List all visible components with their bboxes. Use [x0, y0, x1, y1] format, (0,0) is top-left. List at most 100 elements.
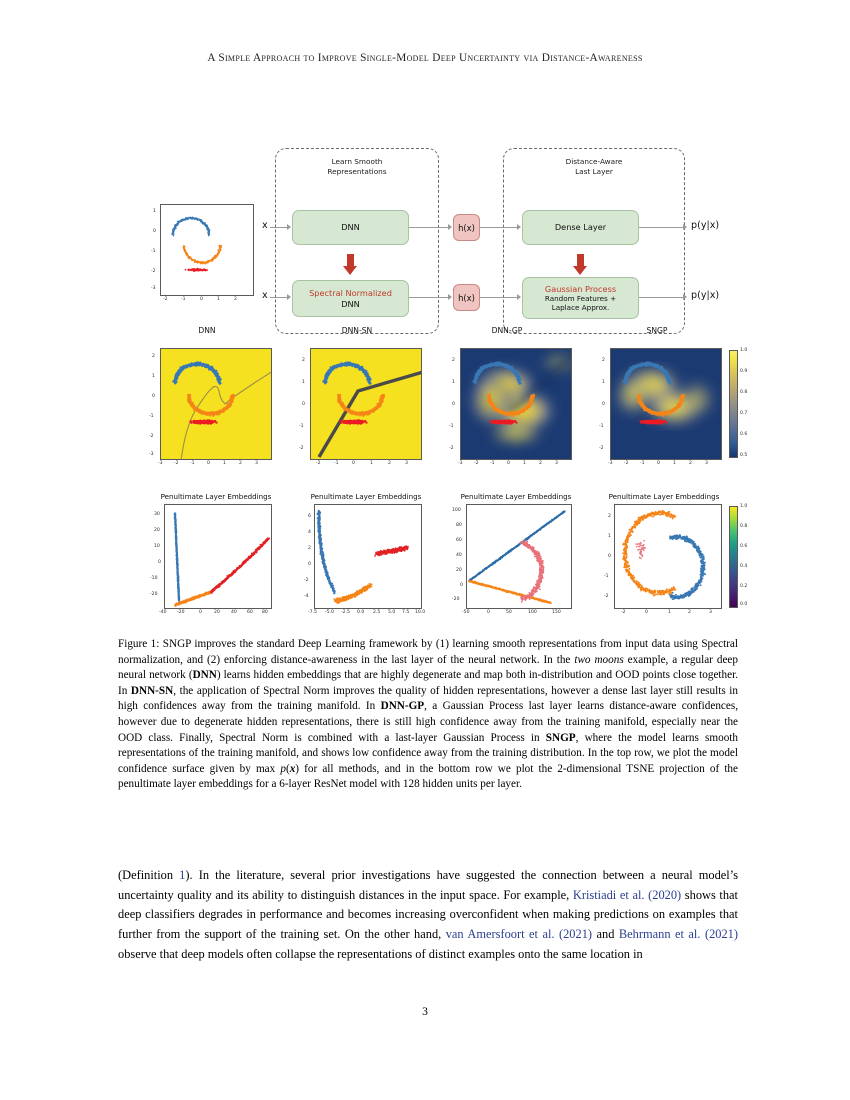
axis-tick: 1 — [523, 461, 526, 466]
axis-tick: 0 — [158, 560, 161, 565]
axis-tick: 0 — [199, 610, 202, 615]
axis-tick: 100 — [452, 508, 461, 513]
colorbar-tick: 0.8 — [740, 524, 748, 529]
axis-tick: 6 — [308, 514, 311, 519]
axis-tick: 1 — [217, 297, 220, 302]
arrow-head — [517, 224, 521, 230]
axis-tick: -1 — [599, 424, 604, 429]
column-title-dnn: DNN — [198, 326, 216, 335]
axis-tick: -2 — [304, 578, 309, 583]
connector — [409, 227, 450, 229]
box-gp-label-line2: Random Features + — [544, 294, 617, 304]
running-head: A Simple Approach to Improve Single-Mode… — [207, 52, 643, 64]
citation-link[interactable]: van Amersfoort et al. (2021) — [445, 927, 593, 942]
group-box-learn-smooth — [275, 148, 439, 334]
axis-tick: -3 — [149, 452, 154, 457]
figure-1: -2 -1 0 1 2 1 0 -1 -2 -3 Learn Smooth Re… — [0, 120, 850, 630]
axis-tick: 0 — [645, 610, 648, 615]
axes-confidence-dnn-sn — [310, 348, 422, 460]
connector — [270, 297, 288, 299]
axis-tick: 0 — [507, 461, 510, 466]
box-gp-label-line3: Laplace Approx. — [551, 303, 610, 313]
axes-confidence-dnn-gp — [460, 348, 572, 460]
axis-tick: 0 — [153, 229, 156, 234]
axis-tick: 1 — [152, 374, 155, 379]
column-title-sngp: SNGP — [646, 326, 668, 335]
axis-tick: 0 — [602, 402, 605, 407]
box-dnn[interactable]: DNN — [292, 210, 409, 245]
bold-term: SNGP — [545, 731, 576, 744]
axis-tick: -2 — [174, 461, 179, 466]
axes-embeddings-sngp — [614, 504, 722, 609]
colorbar-tick: 0.2 — [740, 584, 748, 589]
axis-tick: 2 — [234, 297, 237, 302]
axis-tick: 5.0 — [388, 610, 396, 615]
group-title-learn-smooth: Learn Smooth Representations — [327, 157, 387, 176]
citation-link[interactable]: 1 — [179, 868, 186, 882]
connector — [639, 227, 684, 229]
input-label-bottom: x — [262, 290, 268, 301]
box-dense-layer[interactable]: Dense Layer — [522, 210, 639, 245]
text-run: , the application of Spectral Norm impro… — [118, 684, 738, 713]
axis-tick: 50 — [506, 610, 512, 615]
group-box-distance-aware — [503, 148, 685, 334]
axis-tick: 2 — [388, 461, 391, 466]
arrow-head — [448, 224, 452, 230]
plot-embeddings-sngp: Penultimate Layer Embeddings -2 0 1 2 3 … — [598, 492, 748, 627]
axis-tick: 7.5 — [402, 610, 410, 615]
arrow-head — [287, 294, 291, 300]
axis-tick: -10 — [150, 576, 158, 581]
figure-caption: Figure 1: SNGP improves the standard Dee… — [118, 637, 738, 793]
box-hx-top-label: h(x) — [458, 222, 475, 233]
colorbar-confidence — [729, 350, 738, 458]
axis-tick: 60 — [247, 610, 253, 615]
text-run: (Definition — [118, 868, 180, 882]
box-gaussian-process[interactable]: Gaussian Process Random Features + Lapla… — [522, 277, 639, 319]
axis-tick: 3 — [405, 461, 408, 466]
axis-tick: 0 — [152, 394, 155, 399]
canvas-embeddings-dnn-sn — [316, 509, 409, 605]
axis-tick: -2 — [474, 461, 479, 466]
axis-tick: 10 — [154, 544, 160, 549]
axis-tick: 2.5 — [373, 610, 381, 615]
axis-tick: -1 — [334, 461, 339, 466]
axis-tick: 0 — [452, 402, 455, 407]
arrow-head — [517, 294, 521, 300]
text-run: observe that deep models often collapse … — [118, 946, 643, 961]
connector — [480, 297, 518, 299]
title-embeddings-sngp: Penultimate Layer Embeddings — [608, 492, 720, 501]
arrow-head — [683, 224, 687, 230]
axis-tick: 0 — [200, 297, 203, 302]
output-label-bottom: p(y|x) — [691, 290, 720, 301]
citation-link[interactable]: Kristiadi et al. (2020) — [572, 887, 682, 902]
axis-tick: 2 — [602, 358, 605, 363]
axis-tick: 80 — [456, 523, 462, 528]
text-run: SNGP improves the standard Deep Learning… — [118, 638, 738, 666]
axis-tick: 2 — [539, 461, 542, 466]
colorbar-tick: 0.9 — [740, 369, 748, 374]
arrow-head — [287, 224, 291, 230]
canvas-confidence-dnn-sn — [311, 349, 421, 459]
box-hx-bottom[interactable]: h(x) — [453, 284, 480, 311]
title-embeddings-dnn: Penultimate Layer Embeddings — [160, 492, 272, 501]
canvas-embeddings-dnn — [173, 512, 271, 608]
citation-link[interactable]: Behrmann et al. (2021) — [618, 927, 738, 942]
canvas-embeddings-sngp — [622, 510, 707, 601]
axis-tick: 0 — [352, 461, 355, 466]
box-hx-top[interactable]: h(x) — [453, 214, 480, 241]
axis-tick: 2 — [302, 358, 305, 363]
axis-tick: -1 — [151, 249, 156, 254]
axis-tick: -3 — [458, 461, 463, 466]
axis-tick: 1 — [673, 461, 676, 466]
axis-tick: -20 — [150, 592, 158, 597]
axis-tick: -1 — [299, 424, 304, 429]
column-title-dnn-sn: DNN-SN — [341, 326, 373, 335]
box-dnn-label: DNN — [341, 222, 360, 233]
plot-embeddings-dnn: Penultimate Layer Embeddings -40 -20 0 2… — [148, 492, 280, 627]
axis-tick: 2 — [308, 546, 311, 551]
box-spectral-normalized-dnn[interactable]: Spectral Normalized DNN — [292, 280, 409, 317]
axis-tick: 10.0 — [415, 610, 426, 615]
axis-tick: 20 — [214, 610, 220, 615]
axis-tick: 2 — [688, 610, 691, 615]
axes-confidence-sngp — [610, 348, 722, 460]
